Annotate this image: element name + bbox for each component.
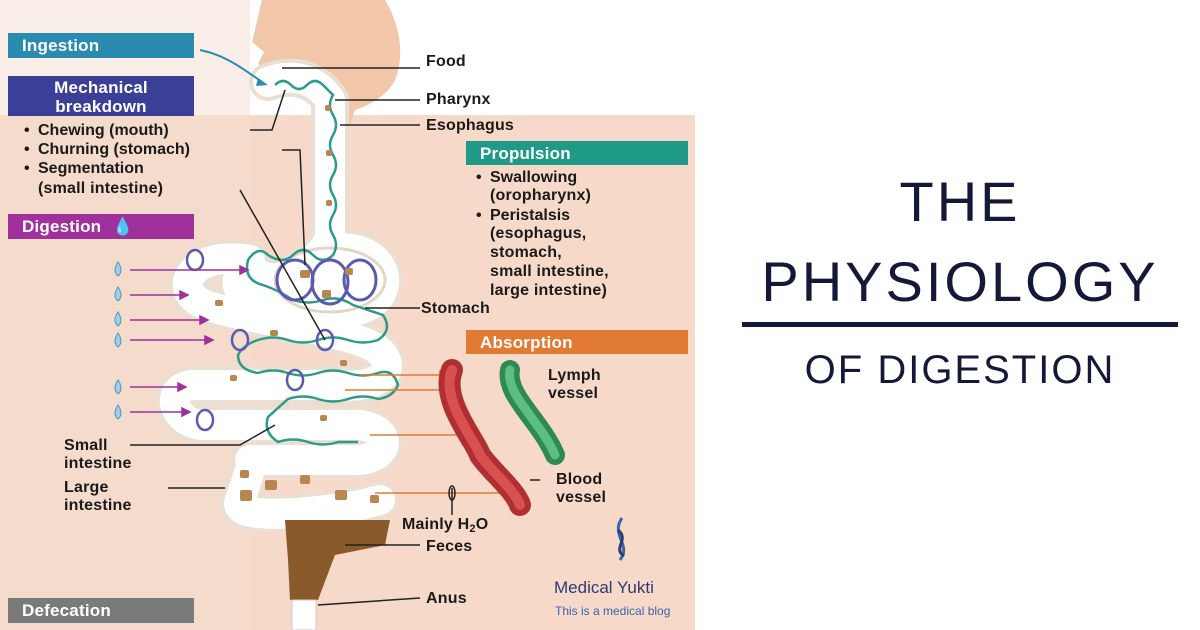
- diagram-illustration: [0, 0, 695, 630]
- stage-ingestion-label: Ingestion: [22, 36, 100, 55]
- stage-propulsion: Propulsion: [466, 141, 688, 165]
- stage-mechanical-label-2: breakdown: [55, 97, 147, 116]
- stage-defecation: Defecation: [8, 598, 194, 623]
- stage-ingestion: Ingestion: [8, 33, 194, 58]
- anus-opening: [291, 599, 317, 630]
- mechanical-item: Segmentation: [24, 159, 190, 178]
- segmentation-swirls: [185, 248, 335, 432]
- propulsion-item-continued: (esophagus,: [490, 225, 587, 242]
- label-mainly-h2o-sub: 2: [469, 523, 476, 535]
- propulsion-item: Swallowing: [476, 168, 577, 187]
- label-small-intestine-1: Small: [64, 437, 108, 454]
- label-lymph-vessel-1: Lymph: [548, 367, 601, 384]
- label-blood-vessel-1: Blood: [556, 471, 603, 488]
- label-anus: Anus: [426, 590, 467, 607]
- propulsion-item-continued: (oropharynx): [490, 187, 592, 204]
- label-large-intestine-1: Large: [64, 479, 109, 496]
- label-feces: Feces: [426, 538, 473, 555]
- label-esophagus: Esophagus: [426, 117, 515, 134]
- medical-yukti-logo-icon: [616, 517, 626, 561]
- brand-tagline: This is a medical blog: [555, 604, 671, 618]
- ingestion-arrow: [199, 49, 263, 83]
- stage-propulsion-label: Propulsion: [480, 144, 571, 163]
- rectum-feces: [285, 520, 390, 600]
- brand-name: Medical Yukti: [554, 578, 654, 597]
- stage-mechanical-label-1: Mechanical: [54, 78, 148, 97]
- label-blood-vessel-2: vessel: [556, 489, 607, 506]
- water-drop-icon: 💧: [112, 217, 134, 236]
- leader-lines: [130, 67, 540, 606]
- food-particles: [215, 105, 379, 503]
- propulsion-item-continued: small intestine,: [490, 263, 609, 280]
- label-food: Food: [426, 53, 466, 70]
- title-line-2: PHYSIOLOGY: [761, 250, 1159, 313]
- title-divider: [742, 322, 1178, 327]
- label-mainly-h2o-prefix: Mainly H: [402, 516, 470, 533]
- stage-digestion-label: Digestion: [22, 217, 102, 236]
- churning-swirls: [275, 258, 378, 306]
- label-small-intestine-2: intestine: [64, 455, 132, 472]
- stage-absorption: Absorption: [466, 330, 688, 354]
- label-stomach: Stomach: [421, 300, 490, 317]
- stage-absorption-label: Absorption: [480, 333, 573, 352]
- title-line-1: THE: [899, 170, 1021, 233]
- stage-digestion: Digestion 💧: [8, 214, 194, 239]
- propulsion-item: Peristalsis: [476, 206, 570, 225]
- digestion-diagram: Ingestion Mechanical breakdown Chewing (…: [0, 0, 700, 630]
- stage-mechanical-breakdown: Mechanical breakdown: [8, 76, 194, 116]
- mechanical-item: Chewing (mouth): [24, 121, 190, 140]
- propulsion-item-continued: stomach,: [490, 244, 562, 261]
- mechanical-item-continued: (small intestine): [38, 180, 164, 197]
- label-large-intestine-2: intestine: [64, 497, 132, 514]
- water-droplets: [114, 261, 122, 420]
- title-line-3: OF DIGESTION: [804, 348, 1116, 392]
- mechanical-item: Churning (stomach): [24, 140, 190, 159]
- label-lymph-vessel-2: vessel: [548, 385, 599, 402]
- label-mainly-h2o: Mainly H2O: [402, 516, 488, 538]
- label-pharynx: Pharynx: [426, 91, 491, 108]
- propulsion-list-2: Peristalsis: [476, 206, 570, 225]
- propulsion-item-continued: large intestine): [490, 282, 608, 299]
- propulsion-list: Swallowing: [476, 168, 577, 187]
- stage-defecation-label: Defecation: [22, 601, 111, 620]
- stomach-shape: [273, 246, 387, 314]
- mechanical-list: Chewing (mouth) Churning (stomach) Segme…: [24, 121, 190, 178]
- label-mainly-h2o-suffix: O: [475, 516, 489, 533]
- digestion-arrows: [130, 264, 250, 418]
- peristalsis-wave: [236, 79, 400, 446]
